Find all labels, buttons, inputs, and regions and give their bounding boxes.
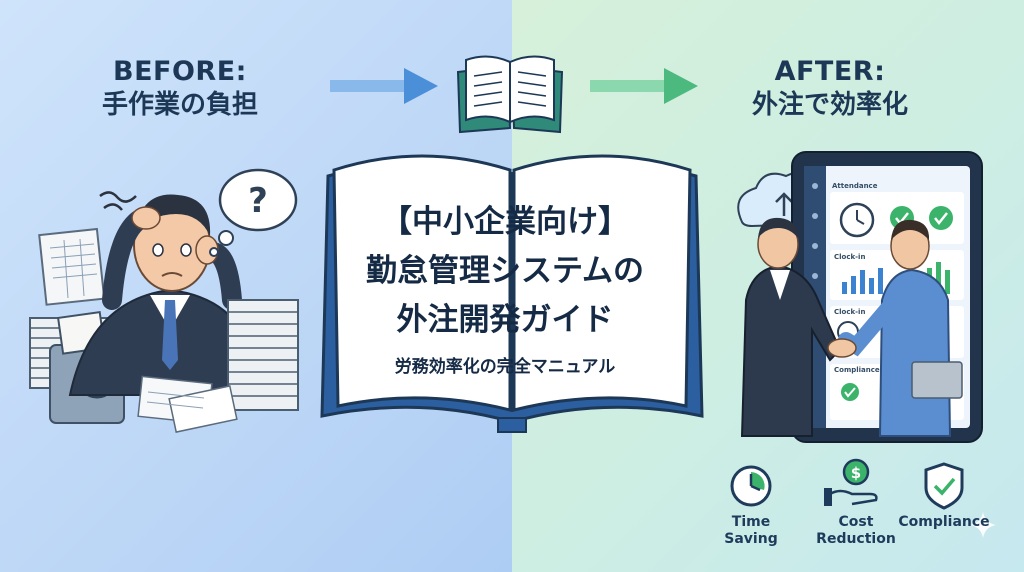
benefit-compliance: Compliance (898, 514, 990, 530)
tablet-tab-compliance: Compliance (834, 366, 880, 374)
stopwatch-icon (730, 465, 772, 507)
before-title-jp: 手作業の負担 (101, 89, 258, 120)
before-heading: BEFORE: 手作業の負担 (60, 55, 300, 121)
open-book-icon (456, 55, 564, 134)
svg-text:?: ? (248, 181, 268, 221)
scattered-timesheets (137, 375, 238, 433)
book-title-line-1: 【中小企業向け】 (381, 204, 629, 240)
after-title-en: AFTER: (774, 56, 886, 87)
book-subtitle: 労務効率化の完全マニュアル (394, 357, 616, 377)
paper-stack-right (227, 299, 299, 411)
dollar-hand-icon: $ (824, 458, 878, 506)
businessman-handshake (740, 217, 842, 437)
after-heading: AFTER: 外注で効率化 (720, 55, 940, 121)
question-thought-bubble: ? (209, 168, 298, 257)
tablet-tab-attendance: Attendance (832, 182, 878, 190)
svg-text:$: $ (851, 464, 861, 482)
handshake-hands (827, 338, 857, 358)
arrow-blue-icon (330, 68, 438, 104)
tablet-tab-clock-in-2: Clock-in (834, 308, 866, 316)
paper-stack-left-back (38, 227, 106, 306)
tablet-tab-clock-in: Clock-in (834, 253, 866, 261)
arrow-green-icon (590, 68, 698, 104)
consultant-handshake (838, 219, 963, 437)
before-title-en: BEFORE: (113, 56, 247, 87)
central-book (320, 154, 704, 433)
book-title-line-3: 外注開発ガイド (396, 302, 614, 338)
sparkle-icon (970, 512, 996, 538)
shield-check-icon (924, 462, 964, 510)
book-title-line-2: 勤怠管理システムの (365, 253, 645, 289)
after-title-jp: 外注で効率化 (751, 89, 908, 120)
